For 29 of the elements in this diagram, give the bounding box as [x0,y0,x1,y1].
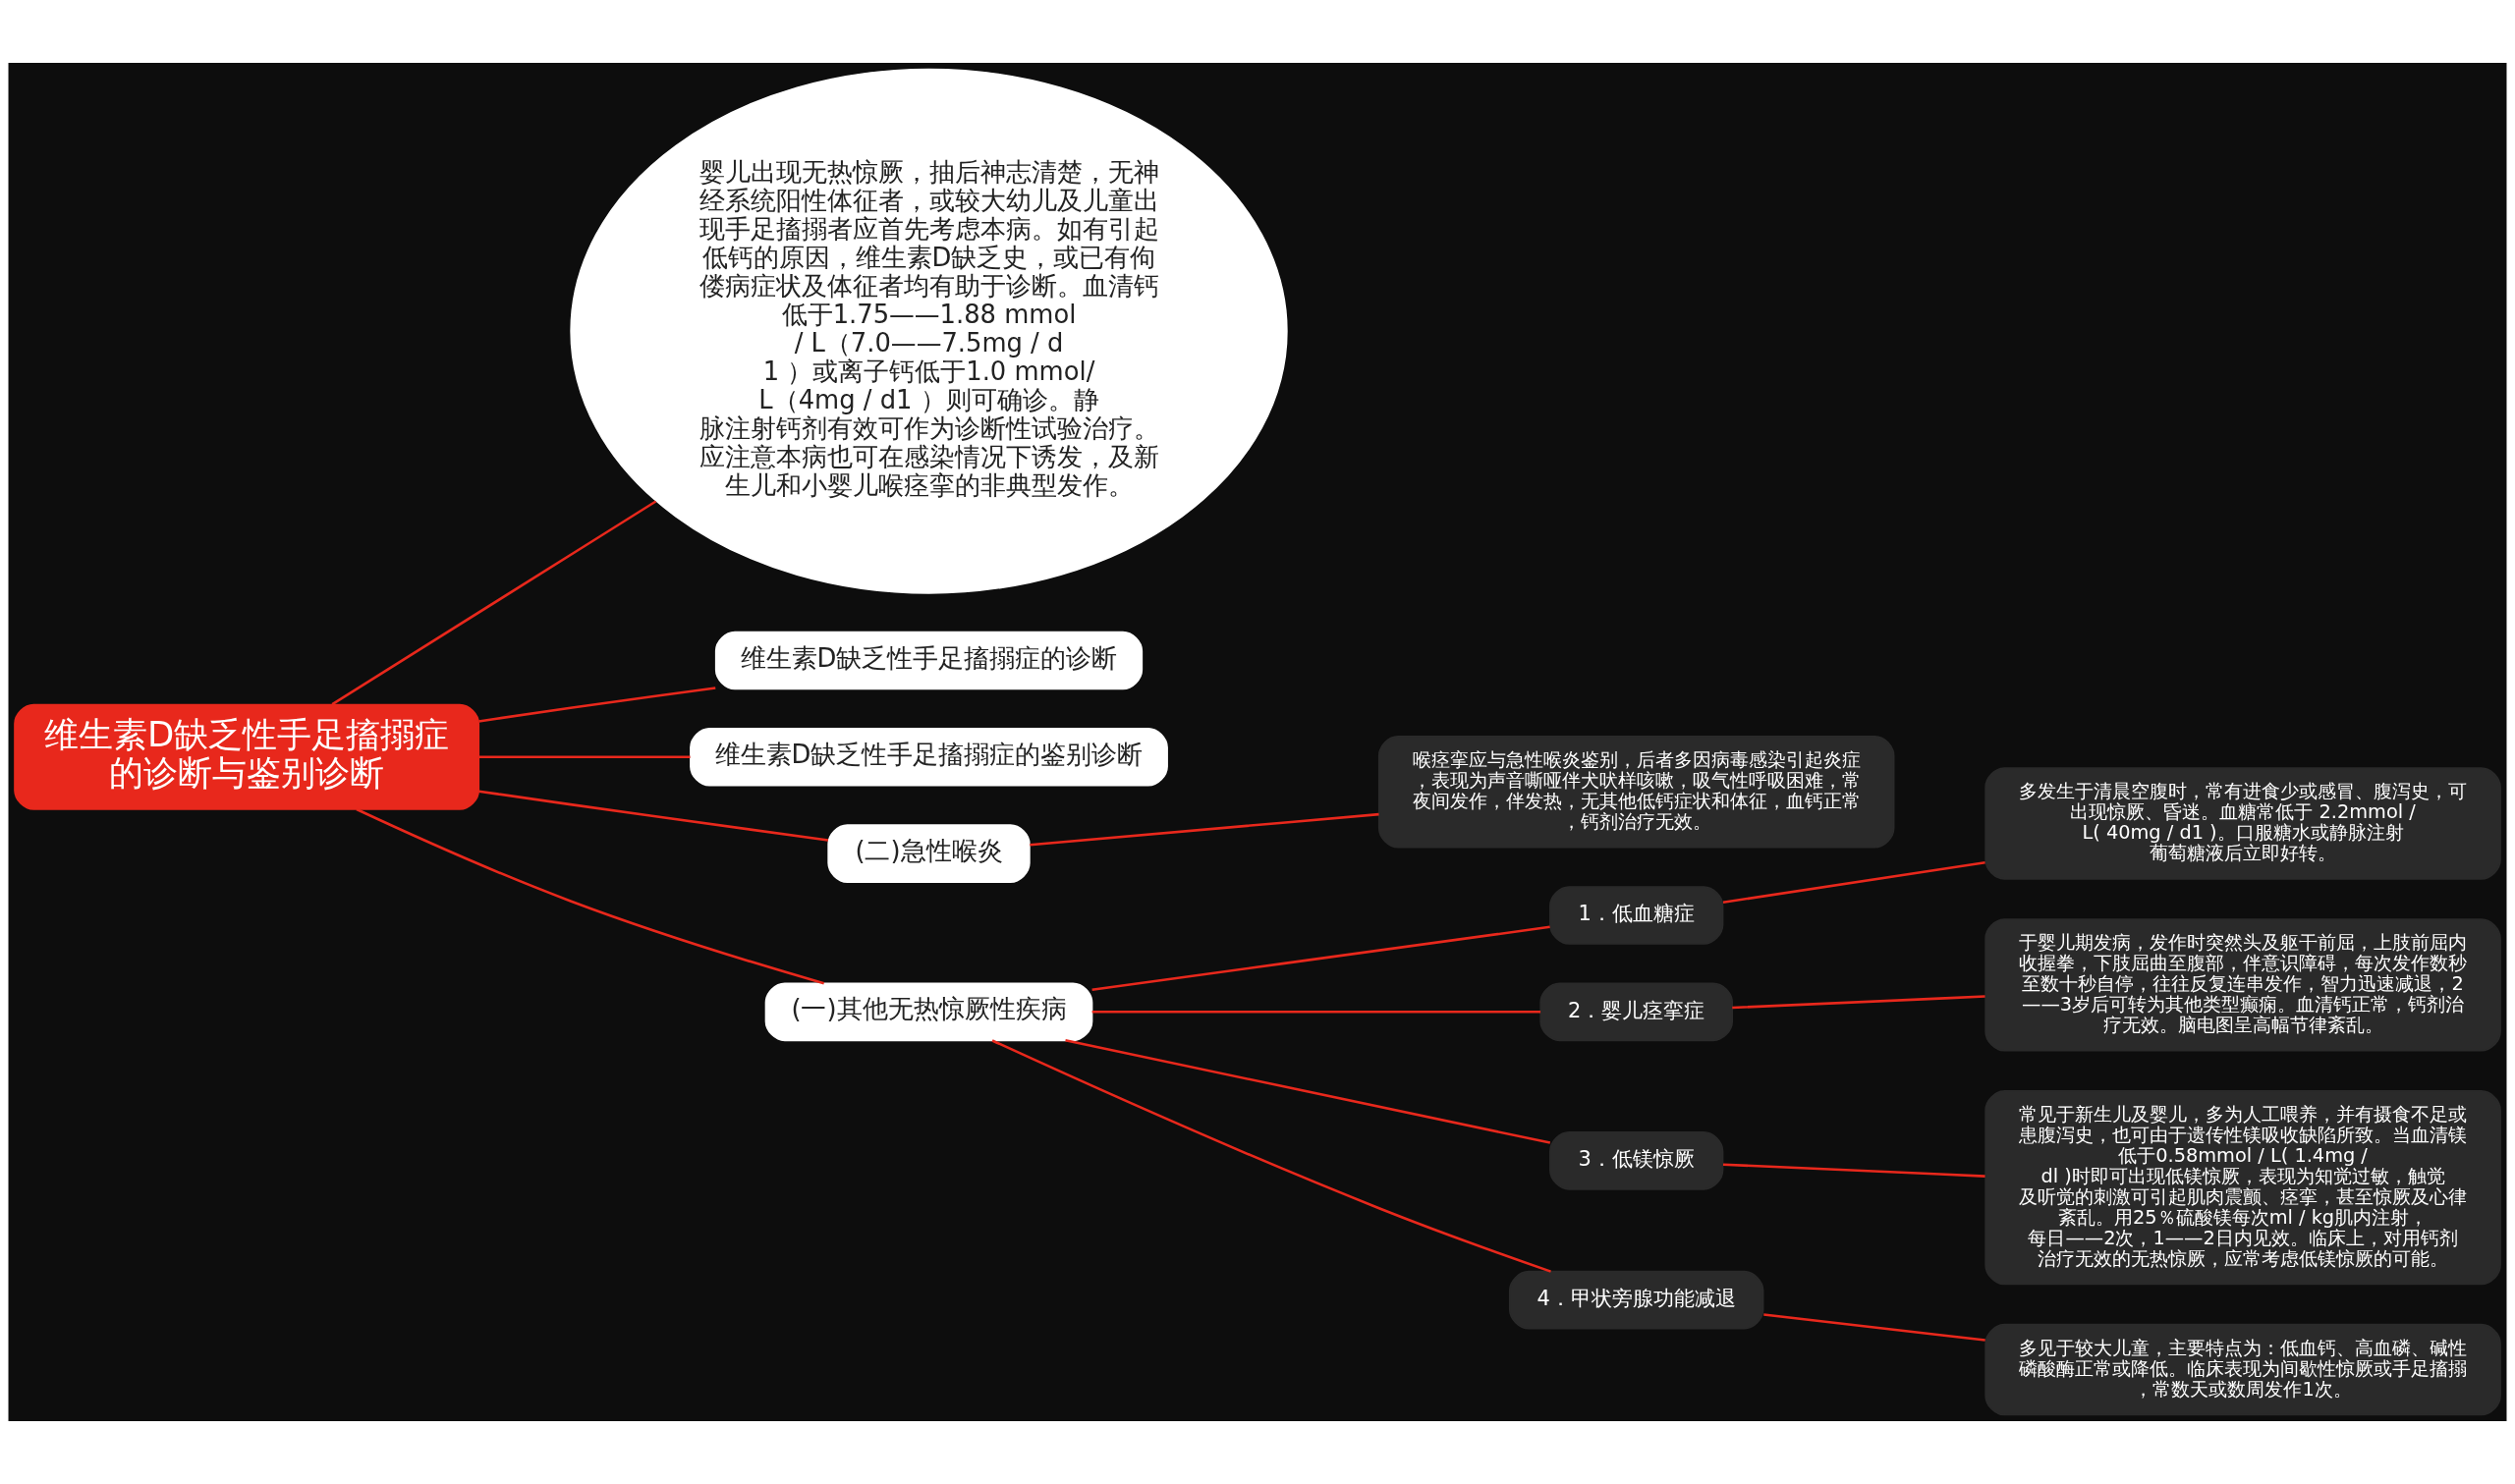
node-box: 1．低血糖症 [1549,886,1724,945]
connector [991,1039,1551,1273]
node-box: 维生素D缺乏性手足搐搦症的鉴别诊断 [690,727,1168,787]
node-box: 多见于较大儿童，主要特点为：低血钙、高血磷、碱性磷酸酶正常或降低。临床表现为间歇性惊厥或手足搐搦，常数天或数周发作1次。 [1984,1323,2501,1416]
node-box: 常见于新生儿及婴儿，多为人工喂养，并有摄食不足或患腹泻史，也可由于遗传性镁吸收缺陷所致。当血清镁低于0.58mmol / L( 1.4mg / dl )时即可出现低镁惊厥，表现为知觉过敏，触觉及听觉的刺激可引起肌肉震颤、痉挛，甚至惊厥及心律紊乱。用25％硫酸镁每次ml / kg肌内注射，每日——2次，1——2日内见效。临床上，对用钙剂治疗无效的无热惊厥，应常考虑低镁惊厥的可能。 [1984,1090,2501,1286]
node-box: 喉痉挛应与急性喉炎鉴别，后者多因病毒感染引起炎症，表现为声音嘶哑伴犬吠样咳嗽，吸气性呼吸困难，常夜间发作，伴发热，无其他低钙症状和体征，血钙正常，钙剂治疗无效。 [1377,736,1895,849]
connector [478,687,716,723]
connector [331,500,657,706]
connector [1065,1039,1551,1144]
node-box: 2．婴儿痉挛症 [1539,982,1734,1042]
node-box: 4．甲状旁腺功能减退 [1508,1270,1764,1330]
connector [1722,860,1985,905]
connector [1091,925,1550,992]
connector [478,755,691,759]
connector [1763,1313,1985,1342]
connector [356,807,825,985]
node-box: 于婴儿期发病，发作时突然头及躯干前屈，上肢前屈内收握拳，下肢屈曲至腹部，伴意识障碍，每次发作数秒至数十秒自停，往往反复连串发作，智力迅速减退，2——3岁后可转为其他类型癫痫。血清钙正常，钙剂治疗无效。脑电图呈高幅节律紊乱。 [1984,918,2501,1052]
node-box: 多发生于清晨空腹时，常有进食少或感冒、腹泻史，可出现惊厥、昏迷。血糖常低于 2.2mmol / L( 40mg / d1 )。口服糖水或静脉注射葡萄糖液后立即好转。 [1984,767,2501,880]
connector [1722,1163,1985,1178]
node-box: 维生素D缺乏性手足搐搦症的诊断 [714,631,1144,690]
node-box: 维生素D缺乏性手足搐搦症的诊断与鉴别诊断 [14,703,480,810]
node-box: (二)急性喉炎 [827,824,1031,883]
connector [1732,995,1985,1010]
connector [1091,1011,1541,1014]
node-ellipse: 婴儿出现无热惊厥，抽后神志清楚，无神经系统阳性体征者，或较大幼儿及儿童出现手足搐搦者应首先考虑本病。如有引起低钙的原因，维生素D缺乏史，或已有佝偻病症状及体征者均有助于诊断。血清钙低于1.75——1.88 mmol / L（7.0——7.5mg / d1 ）或离子钙低于1.0 mmol/L（4mg / d1 ）则可确诊。静脉注射钙剂有效可作为诊断性试验治疗。应注意本病也可在感染情况下诱发，及新生儿和小婴儿喉痉挛的非典型发作。 [570,68,1288,594]
connector [478,790,829,842]
node-box: 3．低镁惊厥 [1549,1131,1724,1190]
node-box: (一)其他无热惊厥性疾病 [764,982,1093,1042]
connector [1030,812,1379,847]
